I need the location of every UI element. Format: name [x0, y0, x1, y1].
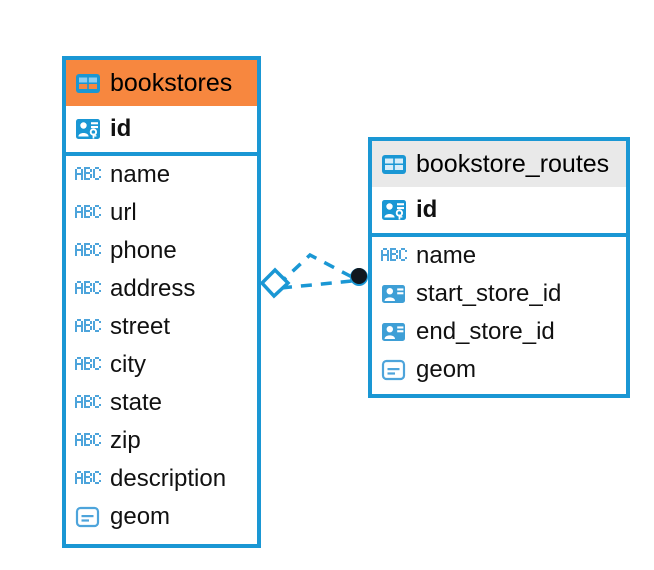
field-label: geom [416, 356, 477, 383]
diamond-marker [259, 267, 291, 299]
relationship-line-upper [276, 252, 353, 287]
field-row-name[interactable]: name [372, 237, 626, 275]
abc-text-icon [75, 393, 101, 413]
field-label: name [416, 242, 477, 269]
geometry-icon [381, 358, 407, 382]
foreign-key-icon [381, 320, 407, 344]
entity-header-bookstores[interactable]: bookstores [66, 60, 257, 106]
table-icon [381, 152, 407, 176]
field-label: id [110, 115, 132, 142]
primary-key-icon [75, 117, 101, 141]
field-label: city [110, 351, 146, 378]
field-row-state[interactable]: state [66, 384, 257, 422]
filled-circle-marker [351, 268, 367, 284]
relationship-line-lower [280, 279, 353, 290]
field-label: id [416, 196, 438, 223]
field-row-phone[interactable]: phone [66, 232, 257, 270]
field-label: street [110, 313, 171, 340]
entity-header-bookstore-routes[interactable]: bookstore_routes [372, 141, 626, 187]
field-row-geom[interactable]: geom [372, 351, 626, 389]
field-label: geom [110, 503, 171, 530]
field-row-geom[interactable]: geom [66, 498, 257, 536]
abc-text-icon [75, 241, 101, 261]
field-label: end_store_id [416, 318, 555, 345]
field-row-end-store-id[interactable]: end_store_id [372, 313, 626, 351]
field-row-zip[interactable]: zip [66, 422, 257, 460]
table-icon [75, 71, 101, 95]
abc-text-icon [75, 469, 101, 489]
entity-bookstore-routes[interactable]: bookstore_routes id [368, 137, 630, 398]
field-row-address[interactable]: address [66, 270, 257, 308]
primary-key-icon [381, 198, 407, 222]
field-label: phone [110, 237, 177, 264]
abc-text-icon [75, 279, 101, 299]
entity-title: bookstores [110, 68, 233, 97]
field-row-id[interactable]: id [66, 106, 257, 152]
field-row-url[interactable]: url [66, 194, 257, 232]
entity-bookstores[interactable]: bookstores id [62, 56, 261, 548]
abc-text-icon [75, 317, 101, 337]
field-label: start_store_id [416, 280, 562, 307]
field-row-description[interactable]: description [66, 460, 257, 498]
filled-circle-marker-ring [350, 268, 368, 286]
field-row-start-store-id[interactable]: start_store_id [372, 275, 626, 313]
field-row-id[interactable]: id [372, 187, 626, 233]
field-label: url [110, 199, 137, 226]
field-label: state [110, 389, 163, 416]
geometry-icon [75, 505, 101, 529]
field-row-name[interactable]: name [66, 156, 257, 194]
primary-key-band: id [66, 106, 257, 156]
abc-text-icon [75, 203, 101, 223]
field-label: address [110, 275, 196, 302]
abc-text-icon [75, 431, 101, 451]
abc-text-icon [75, 355, 101, 375]
primary-key-band: id [372, 187, 626, 237]
field-label: name [110, 161, 171, 188]
field-label: description [110, 465, 227, 492]
field-row-street[interactable]: street [66, 308, 257, 346]
field-row-city[interactable]: city [66, 346, 257, 384]
entity-title: bookstore_routes [416, 149, 610, 178]
field-label: zip [110, 427, 141, 454]
abc-text-icon [381, 246, 407, 266]
abc-text-icon [75, 165, 101, 185]
foreign-key-icon [381, 282, 407, 306]
